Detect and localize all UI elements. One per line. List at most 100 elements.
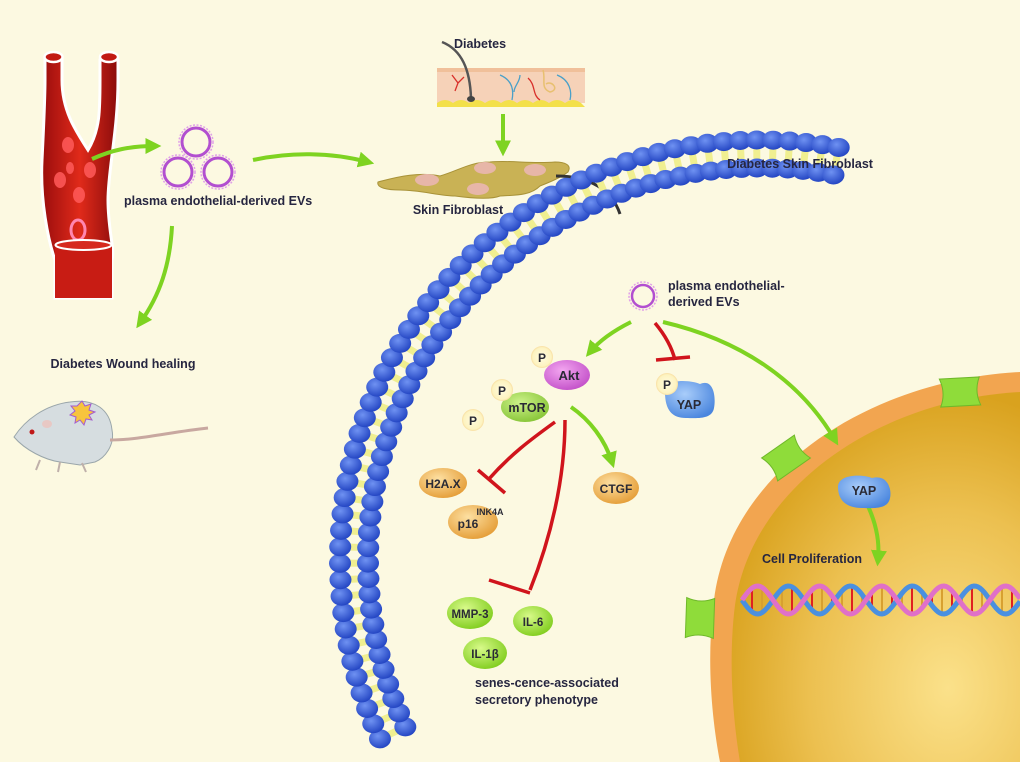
- lipid-head: [762, 130, 785, 150]
- arrow-vessel-to-evs: [91, 138, 162, 161]
- lipid-head: [368, 645, 391, 665]
- diabetes-skin-fibroblast-label: Diabetes Skin Fibroblast: [727, 157, 874, 171]
- ctgf-node: CTGF: [593, 472, 639, 504]
- mmp3-node: MMP-3: [447, 597, 493, 629]
- svg-text:P: P: [469, 414, 477, 428]
- svg-text:P: P: [498, 384, 506, 398]
- lipid-head: [341, 651, 364, 671]
- lipid-head: [329, 537, 352, 557]
- skin-fibroblast-cells: [377, 160, 570, 199]
- lipid-head: [370, 447, 393, 467]
- lipid-head: [365, 629, 388, 649]
- lipid-head: [358, 584, 381, 604]
- il6-node: IL-6: [513, 606, 553, 636]
- inhibit-to-sasp: [528, 419, 567, 591]
- il1b-node: IL-1β: [463, 637, 507, 669]
- lipid-head: [367, 461, 390, 481]
- lipid-head: [382, 689, 405, 709]
- evs-inside-label-line2: derived EVs: [668, 295, 740, 309]
- sasp-label-line1: senes-cence-associated: [475, 676, 619, 690]
- lipid-head: [329, 570, 352, 590]
- skin-fibroblast-label: Skin Fibroblast: [413, 203, 504, 217]
- phospho-yap-badge: P: [656, 373, 678, 395]
- arrow-evs-to-akt: [585, 320, 632, 357]
- svg-text:P: P: [538, 351, 546, 365]
- lipid-head: [331, 504, 354, 524]
- lipid-head: [730, 158, 753, 178]
- lipid-head: [356, 698, 379, 718]
- yap-nuclear-node: YAP: [838, 475, 891, 509]
- dna-strand: [739, 583, 1020, 617]
- lipid-head: [389, 333, 412, 353]
- svg-text:p16: p16: [458, 517, 479, 531]
- cell-membrane-bilayer: [329, 130, 850, 749]
- evs-left-label: plasma endothelial-derived EVs: [124, 194, 312, 208]
- extracellular-vesicle-inside: [628, 281, 658, 311]
- svg-text:H2A.X: H2A.X: [425, 477, 460, 491]
- svg-text:IL-6: IL-6: [523, 617, 543, 629]
- lipid-head: [353, 408, 376, 428]
- zoom-connector-line: [555, 174, 622, 215]
- inhibit-bar-sasp: [488, 578, 531, 595]
- evs-inside-label-line1: plasma endothelial-: [668, 279, 785, 293]
- lipid-head: [388, 703, 411, 723]
- blood-vessel-illustration: [40, 50, 120, 300]
- lipid-head: [366, 377, 389, 397]
- phospho-mtor-badge: P: [491, 379, 513, 401]
- rat-illustration: [13, 400, 209, 473]
- svg-text:MMP-3: MMP-3: [451, 609, 488, 621]
- phospho-akt-badge: P: [531, 346, 553, 368]
- lipid-head: [345, 667, 368, 687]
- lipid-head: [368, 729, 391, 749]
- nucleus: [710, 372, 1020, 762]
- inhibit-bar-yap: [655, 355, 691, 362]
- lipid-head: [745, 158, 768, 178]
- lipid-head: [373, 362, 396, 382]
- lipid-head: [827, 137, 850, 157]
- yap-cytoplasmic-node: YAP: [665, 381, 715, 419]
- lipid-head: [778, 131, 801, 151]
- nuclear-pore: [684, 596, 716, 640]
- lipid-head: [375, 432, 398, 452]
- lipid-head: [696, 133, 719, 153]
- akt-node: Akt: [544, 360, 590, 390]
- p16-node: p16 INK4A: [448, 505, 504, 539]
- lipid-head: [359, 392, 382, 412]
- lipid-head: [343, 439, 366, 459]
- svg-text:mTOR: mTOR: [508, 401, 545, 415]
- svg-text:YAP: YAP: [677, 398, 702, 412]
- lipid-head: [363, 477, 386, 497]
- svg-text:IL-1β: IL-1β: [471, 649, 498, 661]
- lipid-head: [334, 619, 357, 639]
- svg-text:YAP: YAP: [852, 484, 877, 498]
- arrow-akt-to-ctgf: [569, 405, 617, 469]
- dna-strand: [739, 583, 1020, 617]
- arrow-evs-to-fibroblast: [252, 151, 375, 168]
- lipid-head: [350, 683, 373, 703]
- lipid-head: [745, 130, 768, 150]
- lipid-head: [357, 538, 380, 558]
- phosphate-badge: P: [462, 409, 484, 431]
- lipid-head: [348, 423, 371, 443]
- lipid-head: [372, 659, 395, 679]
- arrow-evs-to-nuclear-yap: [662, 320, 839, 446]
- lipid-head: [361, 492, 384, 512]
- lipid-head: [333, 488, 356, 508]
- lipid-head: [680, 136, 703, 156]
- lipid-head: [380, 417, 403, 437]
- lipid-head: [336, 471, 359, 491]
- lipid-head: [712, 132, 735, 152]
- lipid-head: [729, 130, 752, 150]
- lipid-head: [362, 714, 385, 734]
- lipid-head: [332, 603, 355, 623]
- lipid-head: [360, 599, 383, 619]
- extracellular-vesicles-left: [160, 124, 236, 190]
- inhibit-evs-to-yap: [653, 321, 677, 361]
- sasp-label-line2: secretory phenotype: [475, 693, 598, 707]
- inhibit-to-h2ax: [486, 420, 557, 482]
- lipid-head: [795, 133, 818, 153]
- wound-healing-label: Diabetes Wound healing: [51, 357, 196, 371]
- svg-text:INK4A: INK4A: [476, 507, 504, 517]
